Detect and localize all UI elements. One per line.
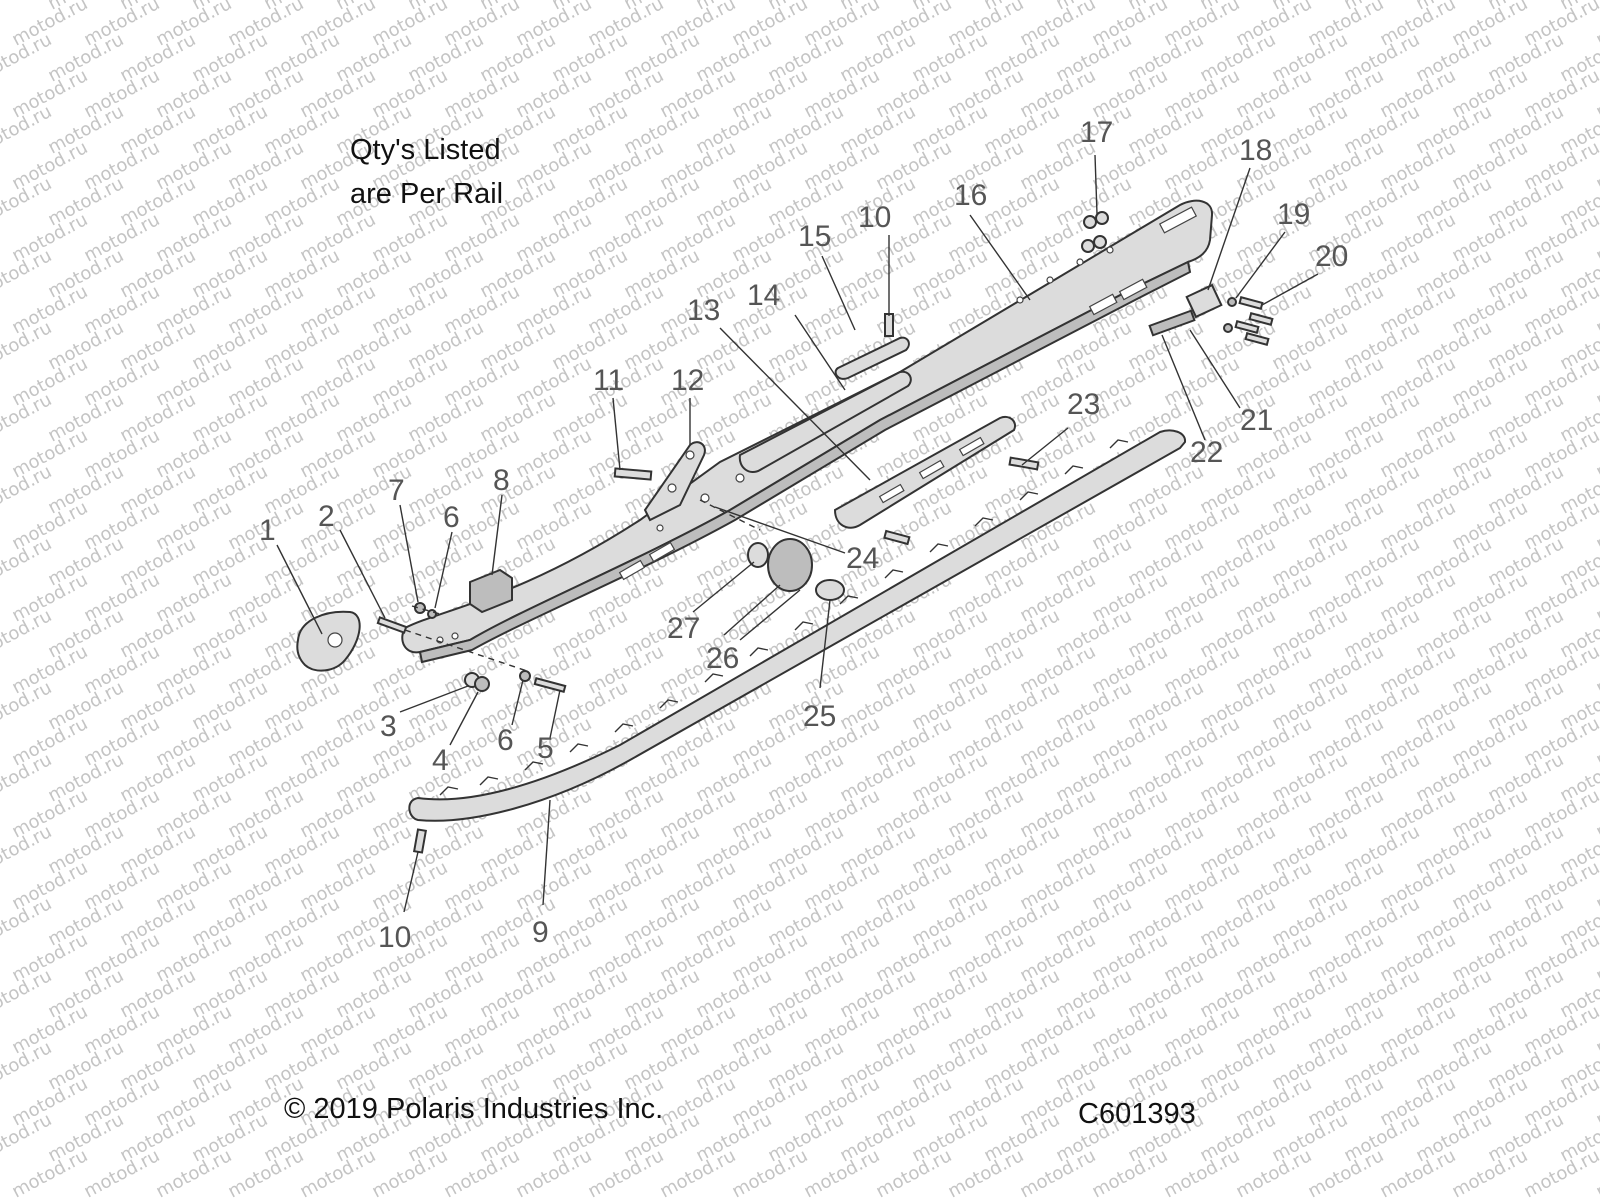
nut-17 (1083, 215, 1097, 229)
watermark-text: motod.ru (0, 389, 55, 446)
watermark-text: motod.ru (0, 677, 55, 734)
callout-25: 25 (803, 700, 836, 733)
rail-frame-hole (1076, 258, 1084, 266)
watermark-text: motod.ru (0, 893, 55, 950)
watermark-text: motod.ru (0, 1037, 55, 1094)
rail-frame-hole (1016, 296, 1024, 304)
callout-2: 2 (318, 500, 335, 533)
watermark-text: motod.ru (0, 101, 55, 158)
callout-22: 22 (1190, 436, 1223, 469)
callout-7: 7 (388, 474, 405, 507)
nut-17 (1095, 211, 1109, 225)
callout-6-lower: 6 (497, 724, 514, 757)
bolt-11 (613, 467, 653, 481)
callout-23: 23 (1067, 388, 1100, 421)
rail-frame-hole (735, 473, 745, 483)
copyright-text: © 2019 Polaris Industries Inc. (284, 1093, 664, 1125)
rail-frame-hole (451, 632, 459, 640)
callout-18: 18 (1239, 134, 1272, 167)
nut-4 (474, 676, 490, 692)
callout-14: 14 (747, 279, 780, 312)
callout-6-upper: 6 (443, 501, 460, 534)
callout-27: 27 (667, 612, 700, 645)
watermark-text: motod.ru (0, 245, 55, 302)
callout-19: 19 (1277, 198, 1310, 231)
bolt-20 (1238, 296, 1264, 310)
callout-1: 1 (259, 514, 276, 547)
watermark-text: motod.ru (0, 173, 55, 230)
washer-19 (1223, 323, 1233, 333)
callout-9: 9 (532, 916, 549, 949)
watermark-text: motod.ru (0, 317, 55, 374)
callout-15: 15 (798, 220, 831, 253)
watermark-text: motod.ru (0, 605, 55, 662)
callout-10-bottom: 10 (378, 921, 411, 954)
watermark-text: motod.ru (0, 821, 55, 878)
bumper-hole (327, 632, 343, 648)
callout-13: 13 (687, 294, 720, 327)
quantity-note-line2: are Per Rail (350, 178, 504, 210)
quantity-note: Qty's Listed are Per Rail (350, 128, 503, 216)
bushing-25 (815, 579, 845, 601)
callout-16: 16 (954, 179, 987, 212)
callout-26: 26 (706, 642, 739, 675)
bracket-hole (667, 483, 677, 493)
nut-6-upper (427, 609, 437, 619)
watermark-text: motod.ru (0, 965, 55, 1022)
spindle-26 (767, 538, 813, 592)
callout-12: 12 (671, 364, 704, 397)
quantity-note-line1: Qty's Listed (350, 134, 501, 166)
bolt-10-top (884, 313, 894, 337)
watermark-text: motod.ru (0, 749, 55, 806)
watermark-text: motod.ru (0, 1109, 55, 1166)
washer-19 (1227, 297, 1237, 307)
nut-17 (1081, 239, 1095, 253)
nut-17 (1093, 235, 1107, 249)
callout-17: 17 (1080, 116, 1113, 149)
watermark-text: motod.ru (0, 461, 55, 518)
callout-11: 11 (593, 364, 624, 397)
rail-frame-hole (656, 524, 664, 532)
callout-4: 4 (432, 744, 449, 777)
spacer-27 (747, 542, 769, 568)
callout-24: 24 (846, 542, 879, 575)
callout-8: 8 (493, 464, 510, 497)
callout-21: 21 (1240, 404, 1273, 437)
callout-3: 3 (380, 710, 397, 743)
callout-20: 20 (1315, 240, 1348, 273)
callout-5: 5 (537, 732, 554, 765)
watermark-text: motod.ru (0, 29, 55, 86)
rail-frame-hole (1106, 246, 1114, 254)
bracket-hole (685, 450, 695, 460)
rail-frame-hole (1046, 276, 1054, 284)
nut-6-lower (519, 670, 531, 682)
callout-10-top: 10 (858, 201, 891, 234)
watermark-text: motod.ru (0, 533, 55, 590)
diagram-code: C601393 (1078, 1098, 1196, 1130)
